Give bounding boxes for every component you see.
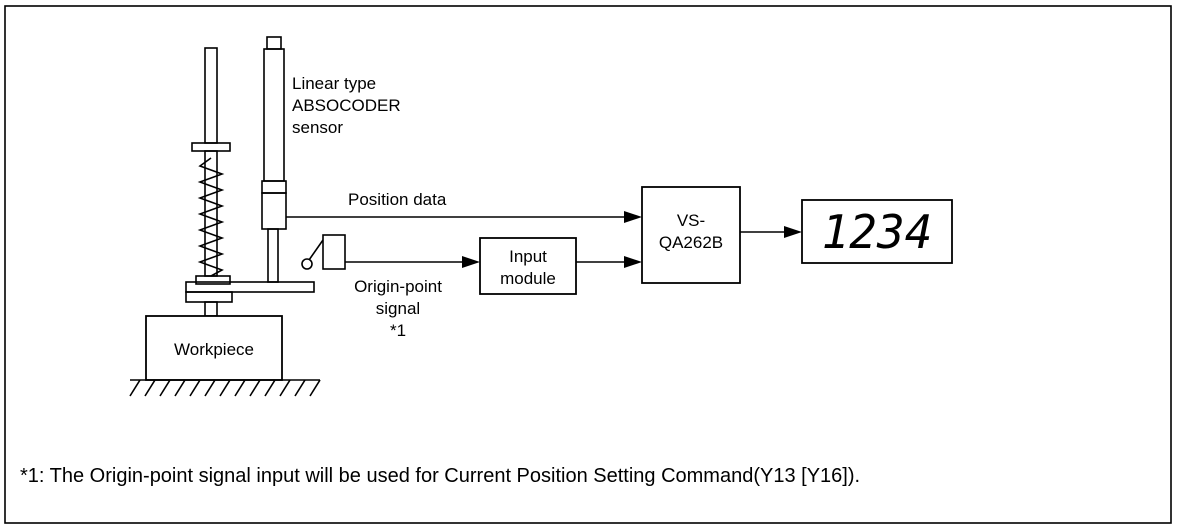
limit-switch <box>301 234 346 270</box>
diagram-frame <box>4 5 1172 524</box>
sensor-label-line2: ABSOCODER <box>292 96 401 115</box>
position-data-label: Position data <box>348 190 447 209</box>
platform <box>185 281 315 317</box>
origin-signal-arrowhead <box>462 256 480 268</box>
origin-label-line1: Origin-point <box>354 277 442 296</box>
origin-label-line3: *1 <box>390 321 406 340</box>
workpiece-label: Workpiece <box>174 340 254 359</box>
controller-to-display-arrowhead <box>784 226 802 238</box>
input-module-box <box>479 237 577 295</box>
controller-label-line2: QA262B <box>659 233 723 252</box>
controller-box <box>641 186 741 284</box>
origin-label-line2: signal <box>376 299 420 318</box>
controller-label-line1: VS- <box>677 211 705 230</box>
workpiece-box <box>145 315 283 381</box>
position-data-arrowhead <box>624 211 642 223</box>
display-box <box>801 199 953 264</box>
shaft <box>191 47 231 285</box>
footnote: *1: The Origin-point signal input will b… <box>20 465 860 487</box>
input-module-label-line2: module <box>500 269 556 288</box>
sensor-label-line1: Linear type <box>292 74 376 93</box>
input-module-label-line1: Input <box>509 247 547 266</box>
module-to-controller-arrowhead <box>624 256 642 268</box>
display-value: 1234 <box>822 205 933 259</box>
sensor-label-line3: sensor <box>292 118 343 137</box>
ground <box>129 379 321 397</box>
spring <box>197 157 225 277</box>
linear-sensor <box>261 36 287 283</box>
